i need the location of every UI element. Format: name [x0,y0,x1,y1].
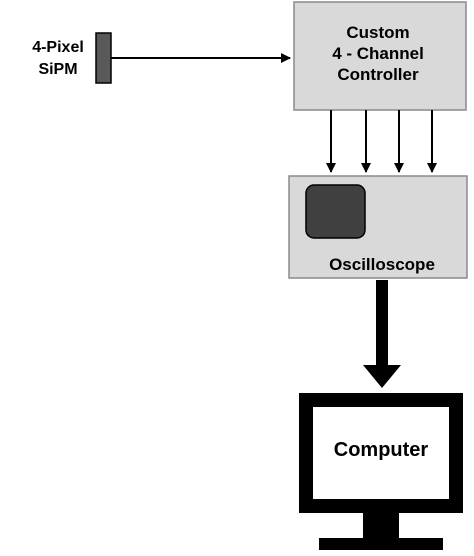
sipm-label-line2: SiPM [38,61,77,78]
oscilloscope-screen [305,184,366,239]
oscilloscope-label: Oscilloscope [329,255,435,274]
oscilloscope-to-computer-arrow [363,280,401,388]
computer-monitor-screen [313,407,449,499]
controller-label-line3: Controller [337,65,419,84]
sipm-label-line1: 4-Pixel [32,39,84,56]
sipm-device [95,32,112,84]
computer-label: Computer [334,439,429,461]
controller-label-line2: 4 - Channel [332,44,424,63]
computer-monitor-neck [363,513,399,538]
controller-box [293,1,467,111]
computer-monitor-base [319,538,443,550]
controller-label-line1: Custom [346,23,409,42]
